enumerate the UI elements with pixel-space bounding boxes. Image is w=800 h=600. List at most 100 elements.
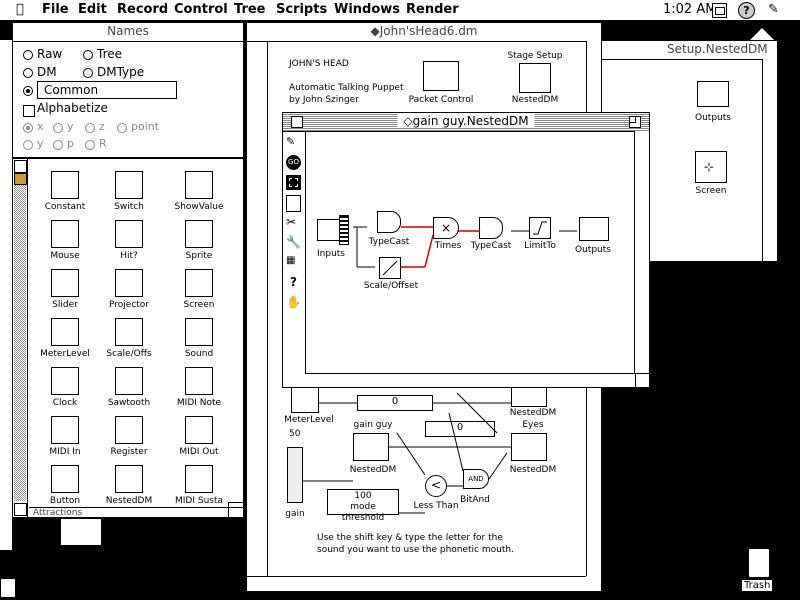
zoom-box[interactable] [629, 116, 641, 128]
palette-item-icon[interactable] [51, 367, 79, 395]
menu-scripts[interactable]: Scripts [276, 2, 328, 17]
menu-tree[interactable]: Tree [234, 2, 266, 17]
radio-dmtype[interactable] [83, 68, 93, 78]
gain-guy-folder-icon[interactable] [353, 433, 389, 461]
palette-item-icon[interactable] [115, 171, 143, 199]
radio-tree[interactable] [83, 50, 93, 60]
screen-node-icon[interactable]: ⊹ [695, 151, 727, 183]
radio-axis-x[interactable] [23, 123, 33, 133]
radio-axis-z[interactable] [85, 123, 95, 133]
hand-tool-icon[interactable]: ✋ [286, 295, 301, 309]
less-than-node[interactable]: < [425, 475, 447, 497]
names-vertical-scrollbar[interactable] [13, 159, 28, 517]
palette-item-icon[interactable] [115, 416, 143, 444]
outputs-folder-icon[interactable] [697, 81, 729, 107]
help-tool-icon[interactable]: ? [290, 275, 297, 289]
menu-edit[interactable]: Edit [78, 2, 107, 17]
palette-item-icon[interactable] [115, 465, 143, 493]
mode-threshold-box[interactable]: 100 mode threshold [327, 489, 399, 523]
common-field[interactable]: Common [37, 81, 177, 99]
menu-file[interactable]: File [42, 2, 69, 17]
go-tool-icon[interactable]: GO [286, 155, 301, 170]
radio-axis-y[interactable] [53, 123, 63, 133]
trash-icon[interactable] [748, 548, 770, 578]
node-typecast-2-label: TypeCast [470, 241, 512, 251]
palette-item-icon[interactable] [185, 416, 213, 444]
scroll-thumb[interactable] [14, 173, 27, 185]
names-grow-box[interactable] [228, 502, 243, 517]
names-titlebar[interactable]: Names [13, 23, 243, 42]
stage-setup-folder-icon[interactable] [519, 63, 551, 93]
select-tool-icon[interactable] [286, 175, 301, 190]
document-tool-icon[interactable] [286, 195, 301, 212]
palette-item-icon[interactable] [115, 269, 143, 297]
scissors-tool-icon[interactable]: ✂ [286, 215, 297, 229]
limitto-node[interactable] [529, 217, 551, 239]
radio-axis-p[interactable] [53, 140, 63, 150]
value-box-0a[interactable]: 0 [357, 395, 433, 411]
setup-window-titlebar[interactable]: Setup.NestedDM [601, 41, 777, 60]
desktop-disk-icon[interactable] [0, 578, 16, 598]
meter-level-icon[interactable] [291, 387, 319, 413]
application-menu-icon[interactable]: ✎ [768, 2, 779, 17]
scale-offset-node[interactable] [379, 257, 401, 279]
palette-item-icon[interactable] [51, 269, 79, 297]
palette-item-icon[interactable] [115, 318, 143, 346]
outputs-folder-node[interactable] [579, 217, 609, 241]
value-box-0b[interactable]: 0 [425, 421, 495, 437]
lower-wires [303, 392, 511, 514]
palette-item-icon[interactable] [185, 171, 213, 199]
app-switcher-icon[interactable] [712, 3, 727, 18]
scroll-up-arrow[interactable] [14, 160, 27, 173]
gain-guy-wires [353, 226, 577, 268]
alphabetize-checkbox[interactable] [23, 105, 35, 117]
gain-guy-titlebar[interactable]: ◇gain guy.NestedDM [283, 113, 649, 132]
bit-and-node[interactable]: AND [463, 469, 489, 489]
apple-menu-icon[interactable]:  [16, 2, 24, 17]
keyboard-tool-icon[interactable]: ▦ [286, 255, 296, 266]
menu-record[interactable]: Record [117, 2, 169, 17]
palette-item-icon[interactable] [115, 367, 143, 395]
gain-vertical-scrollbar[interactable] [634, 131, 649, 373]
typecast-node-2[interactable] [479, 217, 503, 239]
packet-control-icon[interactable] [423, 61, 459, 91]
palette-item-icon[interactable] [51, 318, 79, 346]
setup-vertical-scrollbar[interactable] [762, 59, 777, 261]
times-node[interactable]: × [433, 217, 459, 239]
radio-common[interactable] [23, 86, 33, 96]
nested-dm-folder-2[interactable] [511, 433, 547, 461]
gain-grow-box[interactable] [635, 373, 649, 387]
scroll-track[interactable] [14, 185, 26, 501]
palette-item-icon[interactable] [185, 269, 213, 297]
palette-item-label: Clock [52, 398, 78, 408]
palette-item-icon[interactable] [51, 220, 79, 248]
background-window-fragment [60, 518, 102, 546]
radio-axis-r[interactable] [85, 140, 95, 150]
wrench-tool-icon[interactable]: 🔧 [286, 235, 301, 249]
johns-head-titlebar[interactable]: ◆John'sHead6.dm [247, 23, 601, 42]
palette-item-icon[interactable] [185, 318, 213, 346]
typecast-node-1[interactable] [377, 211, 401, 233]
menu-windows[interactable]: Windows [334, 2, 401, 17]
palette-item-icon[interactable] [51, 465, 79, 493]
radio-raw[interactable] [23, 50, 33, 60]
main-horizontal-scrollbar[interactable] [247, 576, 586, 591]
arrow-tool-icon[interactable]: ✎ [286, 135, 296, 148]
palette-item-icon[interactable] [51, 416, 79, 444]
menu-control[interactable]: Control [174, 2, 228, 17]
scroll-down-arrow[interactable] [14, 503, 27, 516]
palette-item-icon[interactable] [185, 220, 213, 248]
palette-item-icon[interactable] [185, 367, 213, 395]
radio-dm[interactable] [23, 68, 33, 78]
menu-render[interactable]: Render [406, 2, 459, 17]
radio-axis-y2[interactable] [23, 140, 33, 150]
radio-axis-point[interactable] [117, 123, 127, 133]
close-box[interactable] [291, 116, 303, 128]
palette-item-icon[interactable] [185, 465, 213, 493]
gain-slider[interactable] [287, 447, 303, 503]
palette-item-icon[interactable] [51, 171, 79, 199]
gain-horizontal-scrollbar[interactable] [305, 373, 635, 387]
desktop-volume-icon[interactable] [750, 28, 774, 40]
help-icon[interactable]: ? [738, 2, 755, 19]
palette-item-icon[interactable] [115, 220, 143, 248]
